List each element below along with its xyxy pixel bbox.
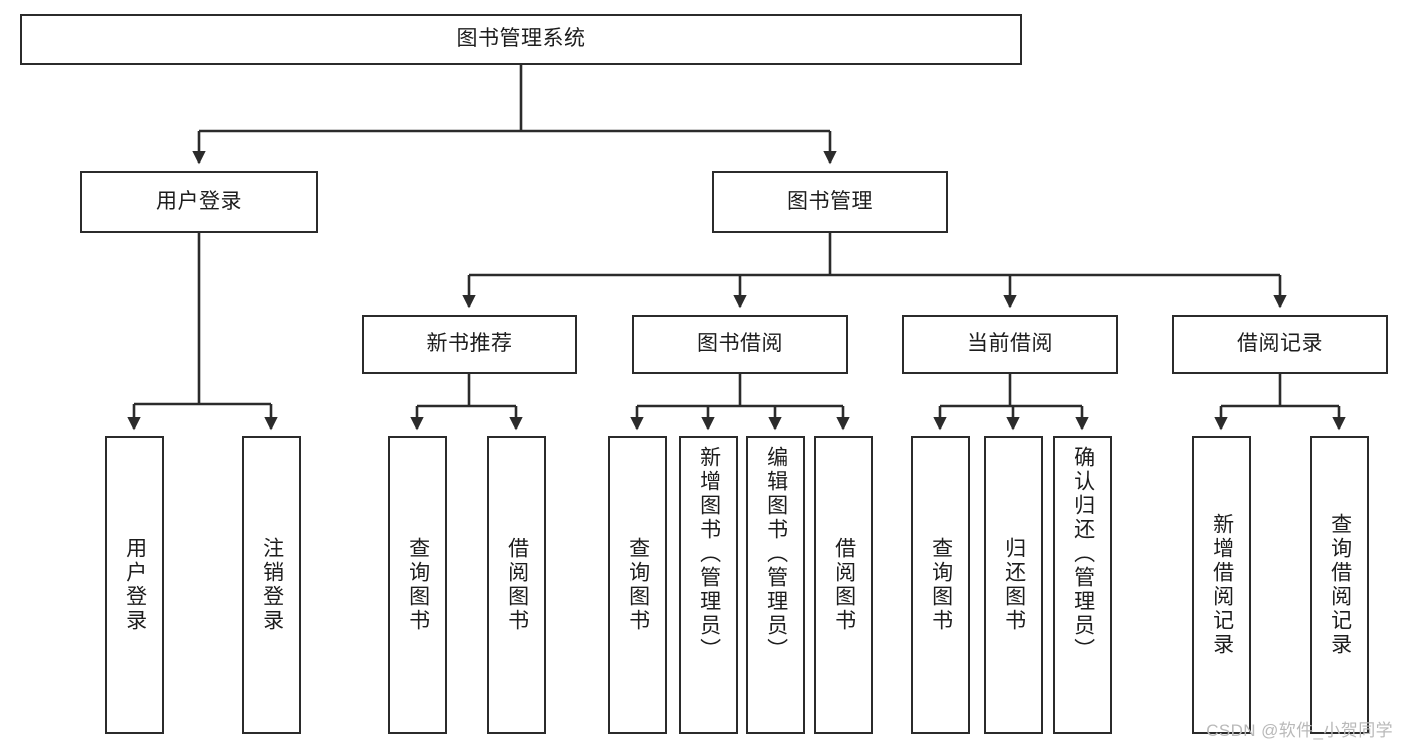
node-leaf-query-book-current[interactable]: 查询图书 — [911, 436, 970, 734]
node-leaf-confirm-return-label: 确认归还（管理员） — [1071, 446, 1095, 662]
node-leaf-borrow-book-label: 借阅图书 — [832, 537, 856, 633]
node-leaf-user-logout[interactable]: 注销登录 — [242, 436, 301, 734]
node-leaf-query-book-borrow[interactable]: 查询图书 — [608, 436, 667, 734]
node-leaf-user-login[interactable]: 用户登录 — [105, 436, 164, 734]
node-leaf-edit-book[interactable]: 编辑图书（管理员） — [746, 436, 805, 734]
node-leaf-return-book[interactable]: 归还图书 — [984, 436, 1043, 734]
node-new-book-rec[interactable]: 新书推荐 — [362, 315, 577, 374]
node-root-label: 图书管理系统 — [456, 27, 586, 51]
node-book-manage-label: 图书管理 — [787, 189, 873, 213]
node-user-login[interactable]: 用户登录 — [80, 171, 318, 233]
node-leaf-query-record[interactable]: 查询借阅记录 — [1310, 436, 1369, 734]
node-book-borrow[interactable]: 图书借阅 — [632, 315, 848, 374]
node-leaf-user-logout-label: 注销登录 — [260, 537, 284, 633]
node-leaf-query-book-rec[interactable]: 查询图书 — [388, 436, 447, 734]
node-leaf-add-book[interactable]: 新增图书（管理员） — [679, 436, 738, 734]
node-leaf-borrow-book[interactable]: 借阅图书 — [814, 436, 873, 734]
node-root[interactable]: 图书管理系统 — [20, 14, 1022, 65]
node-leaf-add-record[interactable]: 新增借阅记录 — [1192, 436, 1251, 734]
node-user-login-label: 用户登录 — [156, 189, 242, 213]
node-leaf-add-book-label: 新增图书（管理员） — [697, 446, 721, 662]
node-new-book-rec-label: 新书推荐 — [426, 332, 513, 356]
watermark-text: CSDN @软件_小贺同学 — [1206, 721, 1393, 740]
node-leaf-borrow-book-rec[interactable]: 借阅图书 — [487, 436, 546, 734]
node-borrow-record[interactable]: 借阅记录 — [1172, 315, 1388, 374]
node-book-manage[interactable]: 图书管理 — [712, 171, 948, 233]
node-leaf-borrow-book-rec-label: 借阅图书 — [505, 537, 529, 633]
node-borrow-record-label: 借阅记录 — [1237, 332, 1323, 356]
node-leaf-add-record-label: 新增借阅记录 — [1210, 513, 1234, 657]
node-leaf-edit-book-label: 编辑图书（管理员） — [764, 446, 788, 662]
node-leaf-query-book-current-label: 查询图书 — [929, 537, 953, 633]
node-book-borrow-label: 图书借阅 — [697, 332, 783, 356]
node-leaf-query-book-rec-label: 查询图书 — [406, 537, 430, 633]
node-leaf-user-login-label: 用户登录 — [123, 537, 147, 633]
node-leaf-query-book-borrow-label: 查询图书 — [626, 537, 650, 633]
node-leaf-query-record-label: 查询借阅记录 — [1328, 513, 1352, 657]
node-current-borrow-label: 当前借阅 — [967, 332, 1053, 356]
node-current-borrow[interactable]: 当前借阅 — [902, 315, 1118, 374]
node-leaf-confirm-return[interactable]: 确认归还（管理员） — [1053, 436, 1112, 734]
node-leaf-return-book-label: 归还图书 — [1002, 537, 1026, 633]
